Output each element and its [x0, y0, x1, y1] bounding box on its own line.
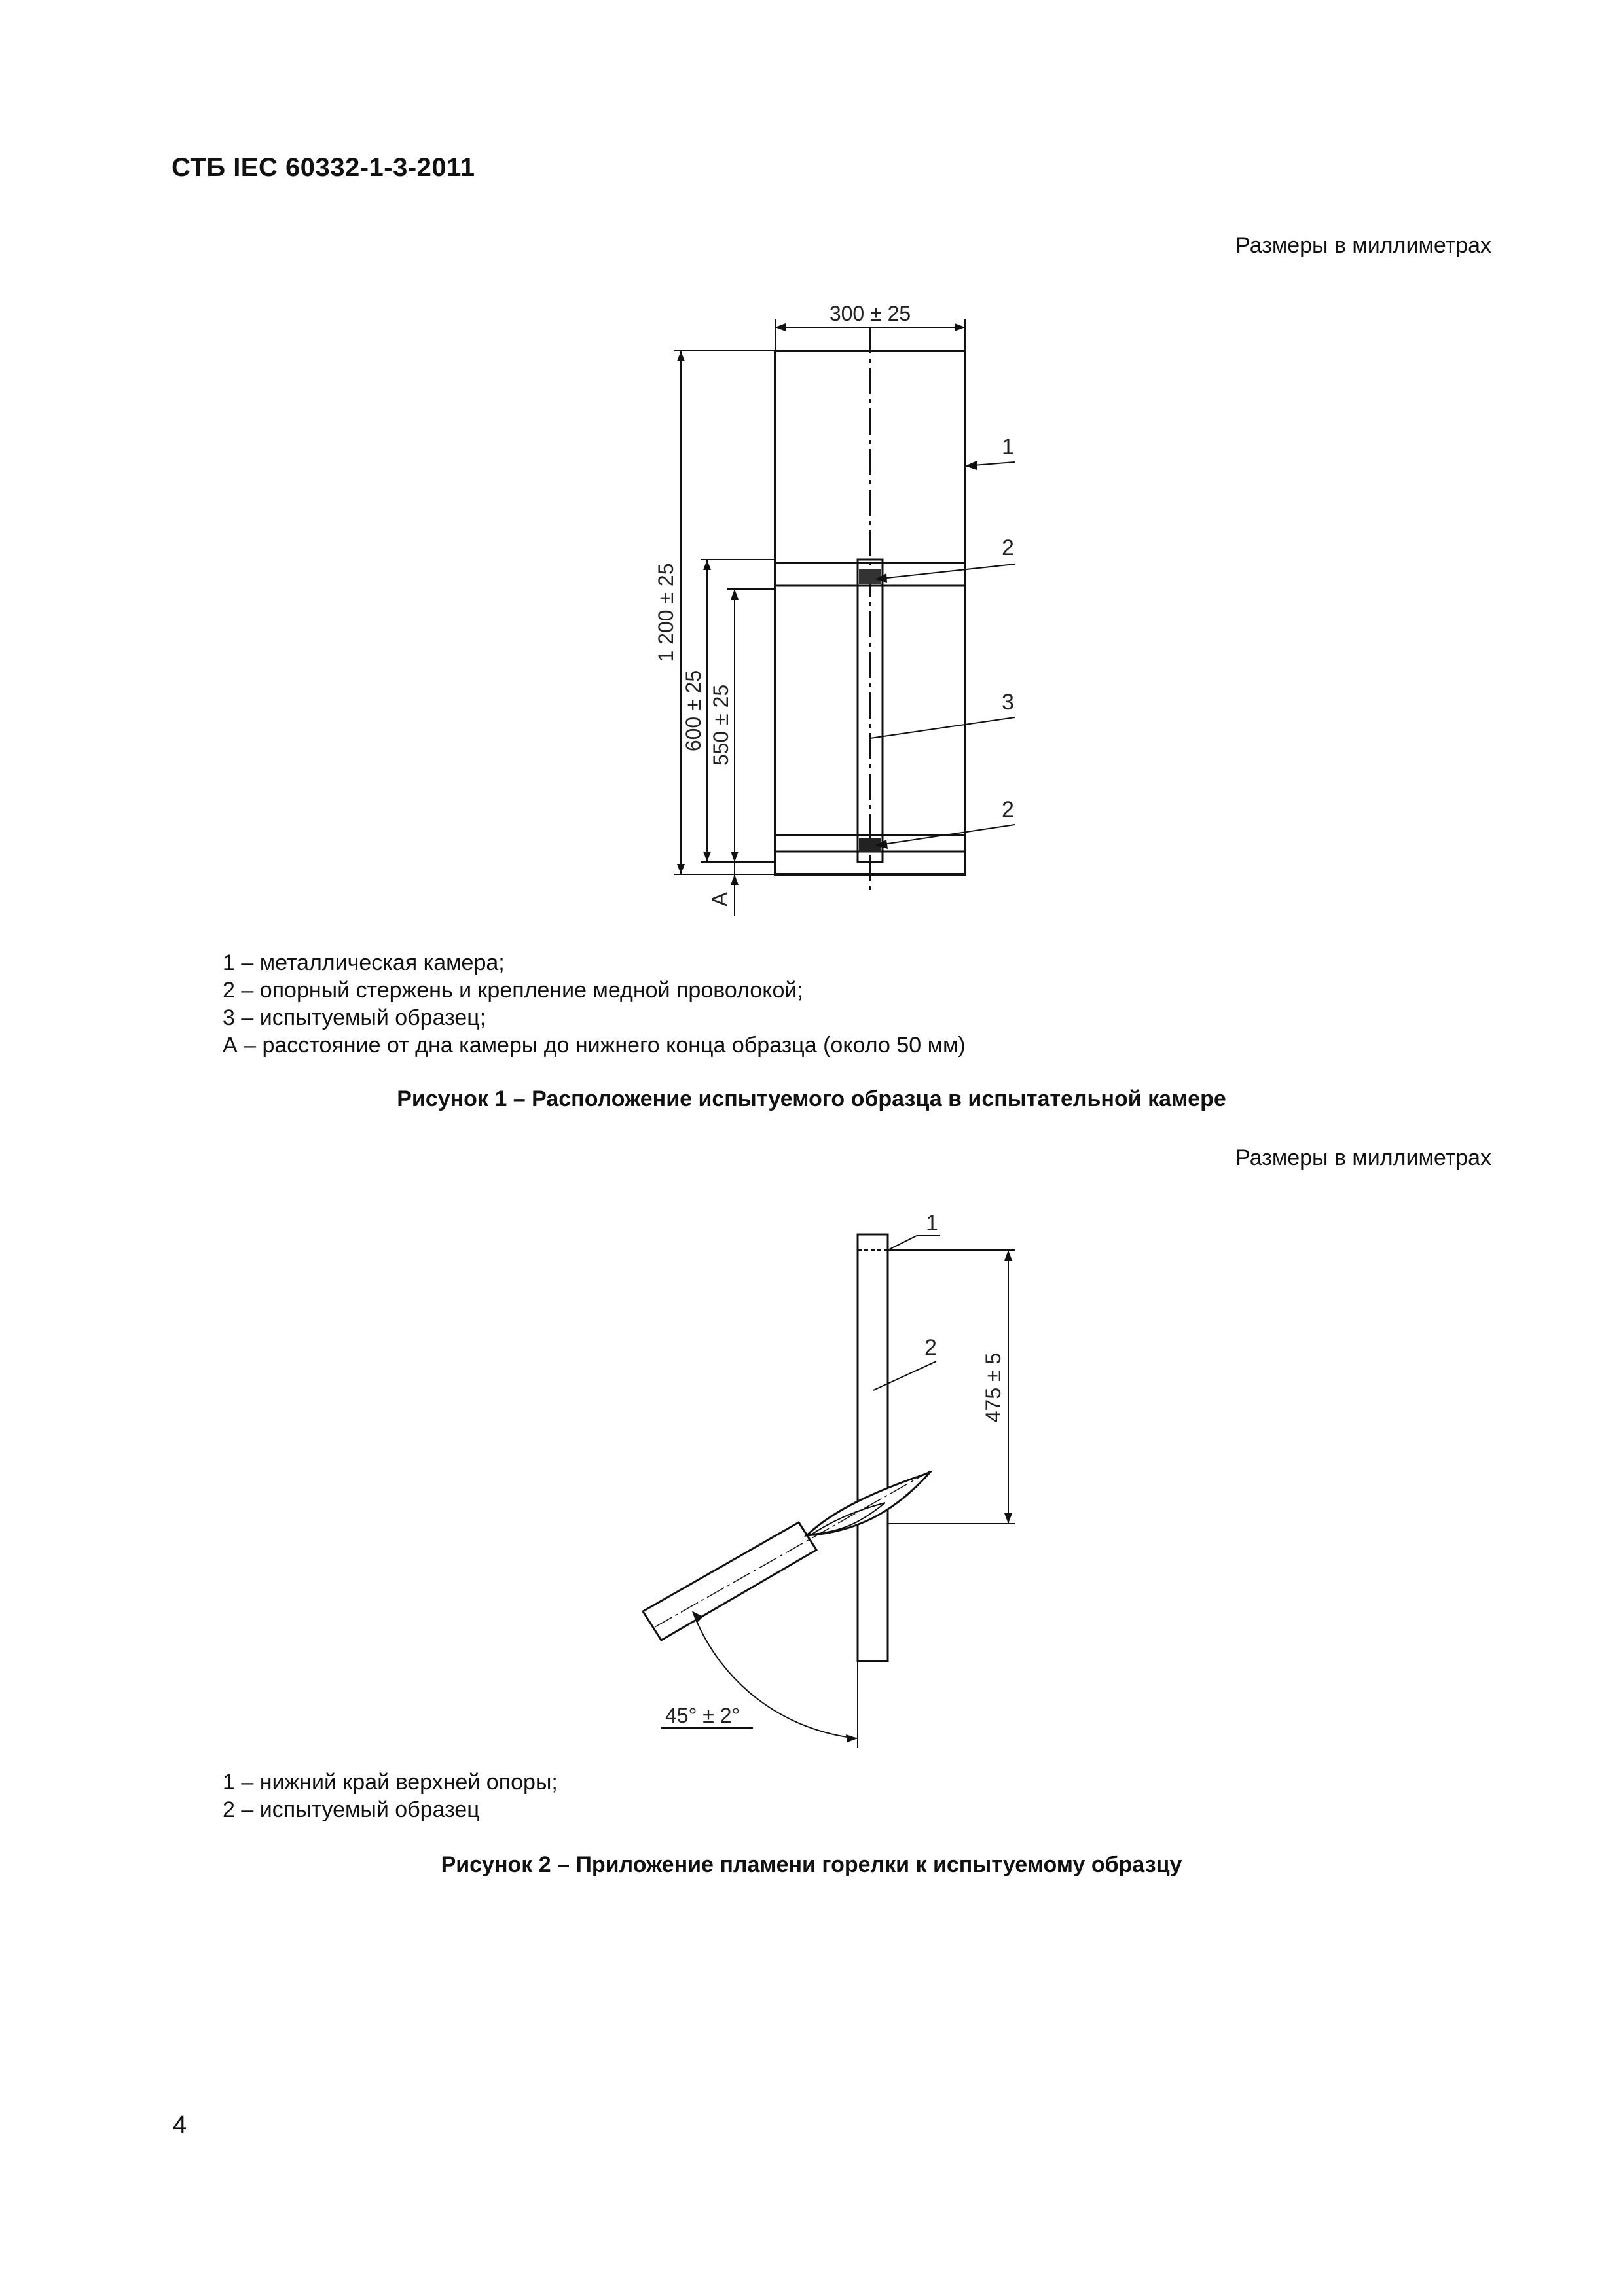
legend-item: 1 – нижний край верхней опоры; — [223, 1770, 558, 1795]
legend-item: 2 – опорный стержень и крепление медной … — [223, 978, 803, 1003]
dim-600-label: 600 ± 25 — [682, 670, 705, 751]
figure2-units-note: Размеры в миллиметрах — [1235, 1145, 1491, 1170]
dim-550-label: 550 ± 25 — [709, 685, 733, 766]
angle-label: 45° ± 2° — [665, 1704, 740, 1727]
callout-2-bottom: 2 — [1002, 797, 1014, 822]
callout-1: 1 — [1002, 435, 1014, 459]
callout-2-top: 2 — [1002, 535, 1014, 560]
angle-arc — [692, 1611, 858, 1739]
lower-wire-binding — [859, 838, 881, 852]
burner-axis — [654, 1471, 930, 1628]
dim-475-label: 475 ± 5 — [981, 1353, 1005, 1423]
callout-2: 2 — [924, 1335, 937, 1360]
callout-3: 3 — [1002, 690, 1014, 715]
specimen — [856, 558, 884, 863]
specimen-strip — [856, 1233, 889, 1662]
page-number: 4 — [173, 2111, 187, 2139]
leader-1 — [887, 1235, 917, 1251]
legend-item: 2 – испытуемый образец — [223, 1797, 480, 1822]
figure2-caption: Рисунок 2 – Приложение пламени горелки к… — [441, 1852, 1182, 1877]
dim-1200-label: 1 200 ± 25 — [654, 563, 678, 662]
burner-tube — [641, 1520, 818, 1642]
leader-2-top — [874, 564, 1015, 580]
upper-wire-binding — [859, 569, 881, 584]
legend-item: 3 – испытуемый образец; — [223, 1005, 486, 1030]
figure1-caption: Рисунок 1 – Расположение испытуемого обр… — [397, 1086, 1226, 1111]
figure1-diagram: 300 ± 25 1 200 ± 25 600 ± 25 550 ± 25 A … — [654, 302, 1015, 916]
leader-2-bottom — [874, 824, 1015, 846]
dim-a-label: A — [708, 892, 731, 906]
figure1-legend: 1 – металлическая камера; 2 – опорный ст… — [223, 949, 966, 1059]
legend-item: А – расстояние от дна камеры до нижнего … — [223, 1033, 966, 1058]
figure2-legend: 1 – нижний край верхней опоры; 2 – испыт… — [223, 1768, 558, 1823]
dim-width-label: 300 ± 25 — [830, 302, 911, 325]
document-header: СТБ IEC 60332-1-3-2011 — [172, 153, 475, 182]
leader-2 — [873, 1361, 937, 1391]
flame-inner — [811, 1502, 886, 1535]
leader-3 — [869, 717, 1015, 739]
legend-item: 1 – металлическая камера; — [223, 950, 505, 975]
figure1-units-note: Размеры в миллиметрах — [1235, 233, 1491, 258]
figure2-diagram: 475 ± 5 45° ± 2° 1 2 — [641, 1211, 1015, 1748]
callout-1: 1 — [926, 1211, 938, 1236]
